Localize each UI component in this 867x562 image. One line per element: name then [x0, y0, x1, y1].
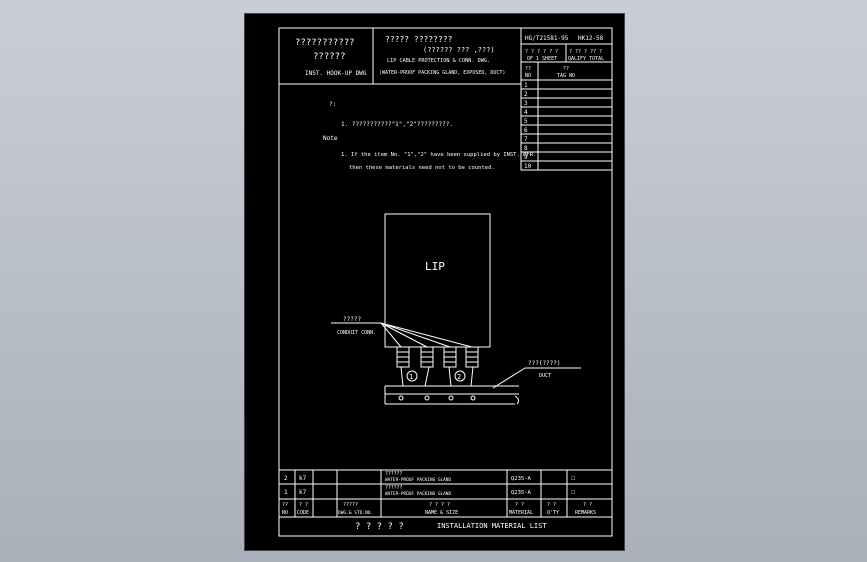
mat-row-no: 1 — [284, 489, 288, 496]
mat-row-no: 2 — [284, 475, 288, 482]
mat-header-std-cn: ????? — [343, 502, 358, 508]
lip-label: LIP — [425, 260, 445, 273]
tag-header-left: ?? — [525, 66, 531, 72]
duct-cn: ???(????) — [528, 360, 561, 367]
duct-en: DUCT — [539, 373, 551, 379]
title-line1: ????? ???????? — [385, 35, 453, 44]
mat-header-no-en: NO — [282, 510, 288, 516]
mat-header-code-cn: ? ? — [299, 502, 308, 508]
tag-row-no: 1 — [524, 82, 528, 89]
drawing-sheet: ??????????? ?????? INST. HOOK-UP DWG ???… — [244, 13, 625, 551]
title-line4: (WATER-PROOF PACKING GLAND, EXPOSED, DUC… — [379, 70, 505, 76]
title-line3: LIP CABLE PROTECTION & CONN. DWG. — [387, 58, 490, 64]
mat-header-name-cn: ? ? ? ? — [429, 502, 450, 508]
mat-header-mat-cn: ? ? — [515, 502, 524, 508]
sheet-qm: ? ? ? ? ? ? — [525, 49, 558, 55]
tag-row-no: 9 — [524, 154, 528, 161]
mat-row-qty: ☐ — [571, 474, 575, 482]
company-line1: ??????????? — [295, 38, 355, 48]
tag-row-no: 7 — [524, 136, 528, 143]
tag-row-no: 10 — [524, 163, 532, 170]
mat-header-qty-cn: ? ? — [547, 502, 556, 508]
conduit-cn: ????? — [343, 316, 361, 323]
tag-header-right: ?? — [563, 66, 569, 72]
company-line3: INST. HOOK-UP DWG — [305, 70, 367, 77]
note-en-text2: then these materials need not to be coun… — [349, 165, 495, 171]
tag-row-no: 3 — [524, 100, 528, 107]
mat-row-material: Q235-A — [511, 476, 532, 482]
lip-box — [384, 213, 491, 348]
mat-header-no-cn: ?? — [282, 502, 288, 508]
mat-row-code: k7 — [299, 489, 307, 496]
qty-label: QALIFY TOTAL — [568, 56, 604, 62]
tag-row-no: 2 — [524, 91, 528, 98]
tag-row-no: 5 — [524, 118, 528, 125]
mat-row-name-en: WATER-PROOF PACKING GLAND — [385, 491, 451, 497]
mat-header-rem-cn: ? ? — [583, 502, 592, 508]
mat-header-rem-en: REMARKS — [575, 510, 596, 516]
item-1-label: 1 — [409, 373, 413, 381]
note-en-text1: 1. If the item No. "1","2" have been sup… — [341, 152, 536, 158]
mat-row-name-en: WATER-PROOF PACKING GLAND — [385, 477, 451, 483]
tag-header-sub-right: TAG NO — [557, 73, 575, 79]
mat-header-name-en: NAME & SIZE — [425, 510, 458, 516]
note-cn-text: 1. ???????????"1","2"?????????. — [341, 121, 453, 128]
mat-row-name-cn: ?????? — [385, 471, 402, 477]
item-2-label: 2 — [457, 373, 461, 381]
tag-header-sub-left: NO — [525, 73, 531, 79]
mat-header-std-en: DWG.& STD.NO. — [338, 510, 373, 516]
tag-rows: 1 2 3 4 5 6 7 8 9 10 — [521, 82, 612, 170]
mat-row-code: k7 — [299, 475, 307, 482]
note-cn-label: ?: — [329, 101, 336, 108]
material-list-footer-en: INSTALLATION MATERIAL LIST — [437, 522, 547, 530]
title-line2: (?????? ??? ,???) — [423, 46, 495, 54]
cad-drawing: ??????????? ?????? INST. HOOK-UP DWG ???… — [278, 27, 613, 537]
conduit-en: CONDUIT CONN. — [337, 330, 376, 336]
tag-row-no: 4 — [524, 109, 528, 116]
glands — [331, 322, 581, 405]
mat-header-code-en: CODE — [297, 510, 309, 516]
mat-row-qty: ☐ — [571, 488, 575, 496]
doc-no: HG/T21581-95 — [525, 35, 569, 42]
qty-qm: ? ?? ? ?? ? — [569, 49, 602, 55]
material-list-grid — [279, 469, 612, 518]
company-line2: ?????? — [313, 52, 346, 62]
material-list-footer-cn: ? ? ? ? ? — [355, 522, 404, 532]
note-en-label: Note — [323, 135, 338, 142]
mat-header-qty-en: Q'TY — [547, 510, 559, 516]
doc-id: HK12-58 — [578, 35, 604, 42]
sheet-label: OF 1 SHEET — [527, 56, 557, 62]
tag-row-no: 8 — [524, 145, 528, 152]
mat-row-material: Q235-A — [511, 490, 532, 496]
mat-row-name-cn: ?????? — [385, 485, 402, 491]
tag-row-no: 6 — [524, 127, 528, 134]
mat-header-mat-en: MATERIAL — [509, 510, 533, 516]
